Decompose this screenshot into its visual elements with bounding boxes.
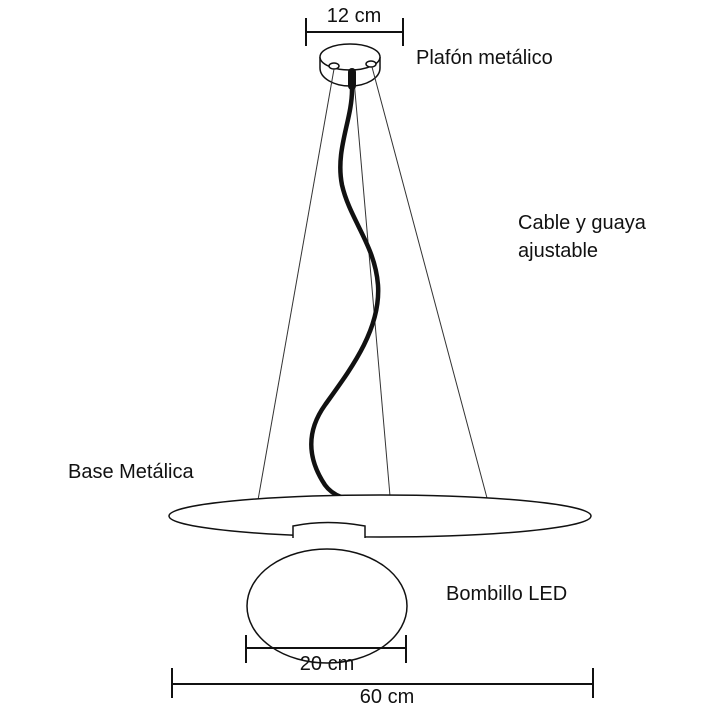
bulb-cap [292, 521, 366, 538]
canopy-dimension-label: 12 cm [327, 5, 381, 27]
cable-grommet [348, 68, 356, 90]
canopy-dimension [305, 18, 404, 46]
cable-label-line1: Cable y guaya [518, 212, 647, 234]
metal-base [168, 494, 592, 538]
bulb-dimension [245, 635, 407, 663]
base-dimension-label: 60 cm [360, 686, 414, 708]
bulb-dimension-label: 20 cm [300, 653, 354, 675]
suspension-wires [257, 66, 488, 501]
canopy-label: Plafón metálico [416, 47, 553, 69]
power-cable [309, 69, 381, 500]
base-dimension [171, 668, 594, 698]
base-label: Base Metálica [68, 461, 194, 483]
bulb-label: Bombillo LED [446, 583, 567, 605]
cable-label-line2: ajustable [518, 240, 598, 262]
bulb [246, 548, 408, 664]
